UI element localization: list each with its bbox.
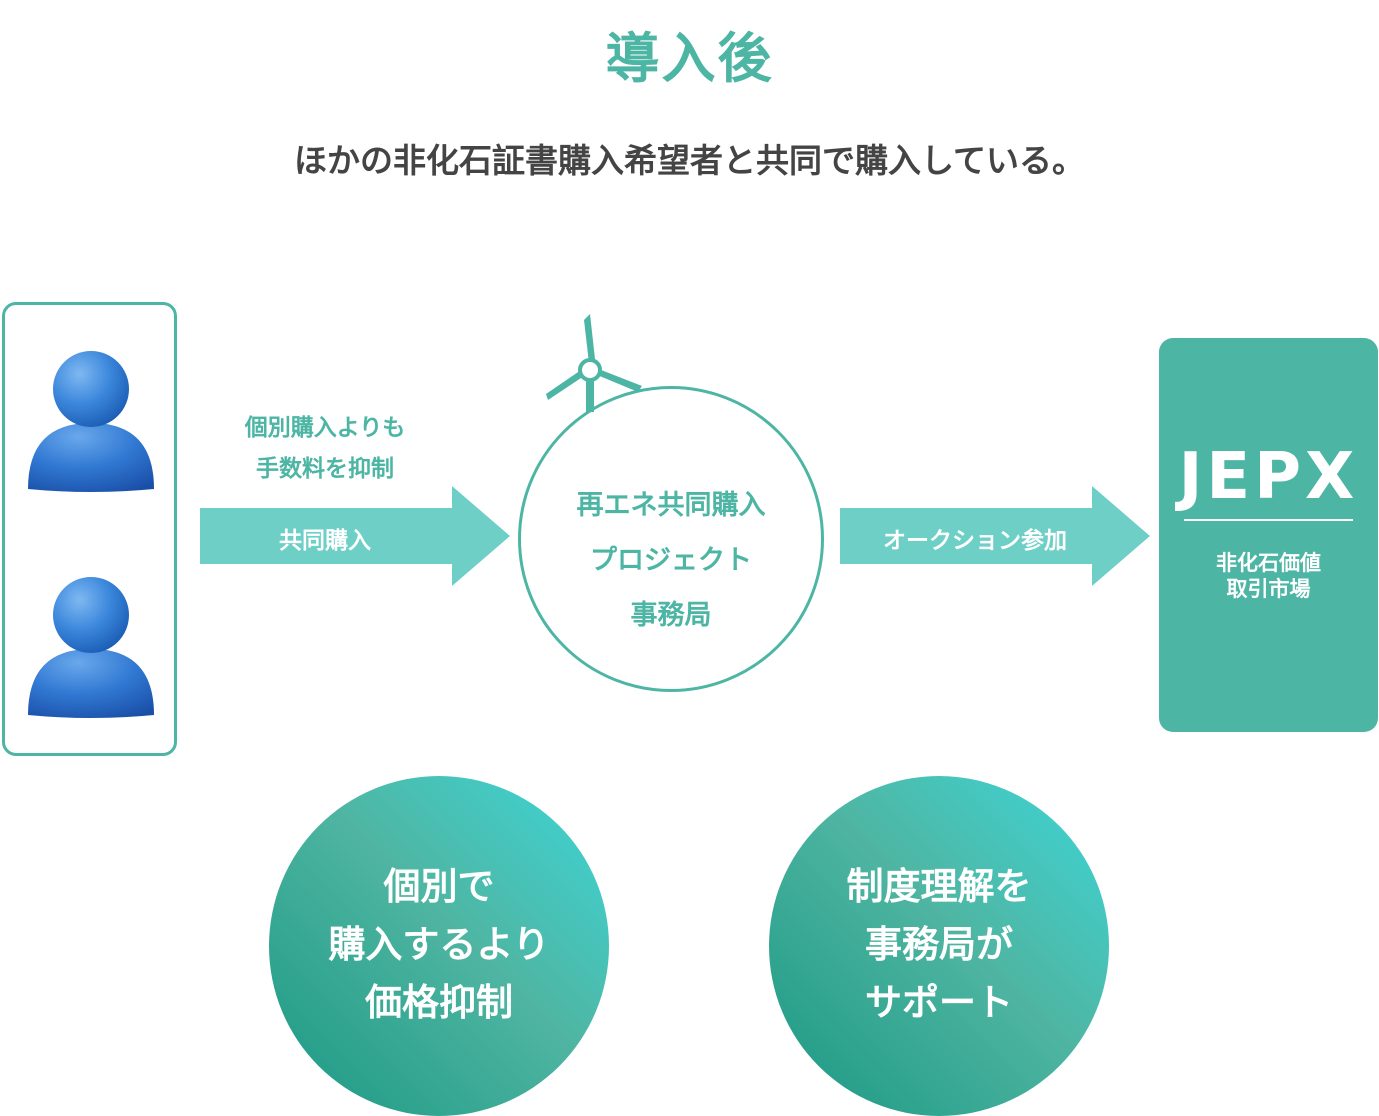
project-office-line2: プロジェクト bbox=[518, 533, 824, 588]
project-office-line3: 事務局 bbox=[518, 588, 824, 643]
page-subtitle: ほかの非化石証書購入希望者と共同で購入している。 bbox=[0, 134, 1379, 182]
jepx-divider bbox=[1184, 519, 1353, 521]
jepx-title: JEPX bbox=[1159, 440, 1378, 514]
jepx-box bbox=[1159, 338, 1378, 732]
merit-text-price: 個別で 購入するより 価格抑制 bbox=[269, 858, 609, 1032]
merit-line: 価格抑制 bbox=[269, 974, 609, 1032]
arrow-caption-line2: 手数料を抑制 bbox=[200, 449, 450, 490]
arrow-caption-line1: 個別購入よりも bbox=[200, 408, 450, 449]
project-office-text: 再エネ共同購入 プロジェクト 事務局 bbox=[518, 478, 824, 643]
jepx-subtitle-line2: 取引市場 bbox=[1159, 576, 1378, 602]
person-icon bbox=[26, 575, 156, 720]
jepx-subtitle: 非化石価値 取引市場 bbox=[1159, 550, 1378, 602]
merit-text-support: 制度理解を 事務局が サポート bbox=[769, 858, 1109, 1032]
joint-purchase-label: 共同購入 bbox=[200, 521, 450, 555]
arrow-caption: 個別購入よりも 手数料を抑制 bbox=[200, 408, 450, 490]
merit-line: 事務局が bbox=[769, 916, 1109, 974]
merit-line: サポート bbox=[769, 974, 1109, 1032]
merit-line: 個別で bbox=[269, 858, 609, 916]
project-office-line1: 再エネ共同購入 bbox=[518, 478, 824, 533]
merit-line: 購入するより bbox=[269, 916, 609, 974]
page-title: 導入後 bbox=[0, 14, 1379, 93]
merit-line: 制度理解を bbox=[769, 858, 1109, 916]
person-icon bbox=[26, 349, 156, 494]
auction-label: オークション参加 bbox=[840, 521, 1110, 555]
wind-turbine-icon bbox=[540, 312, 650, 412]
jepx-subtitle-line1: 非化石価値 bbox=[1159, 550, 1378, 576]
